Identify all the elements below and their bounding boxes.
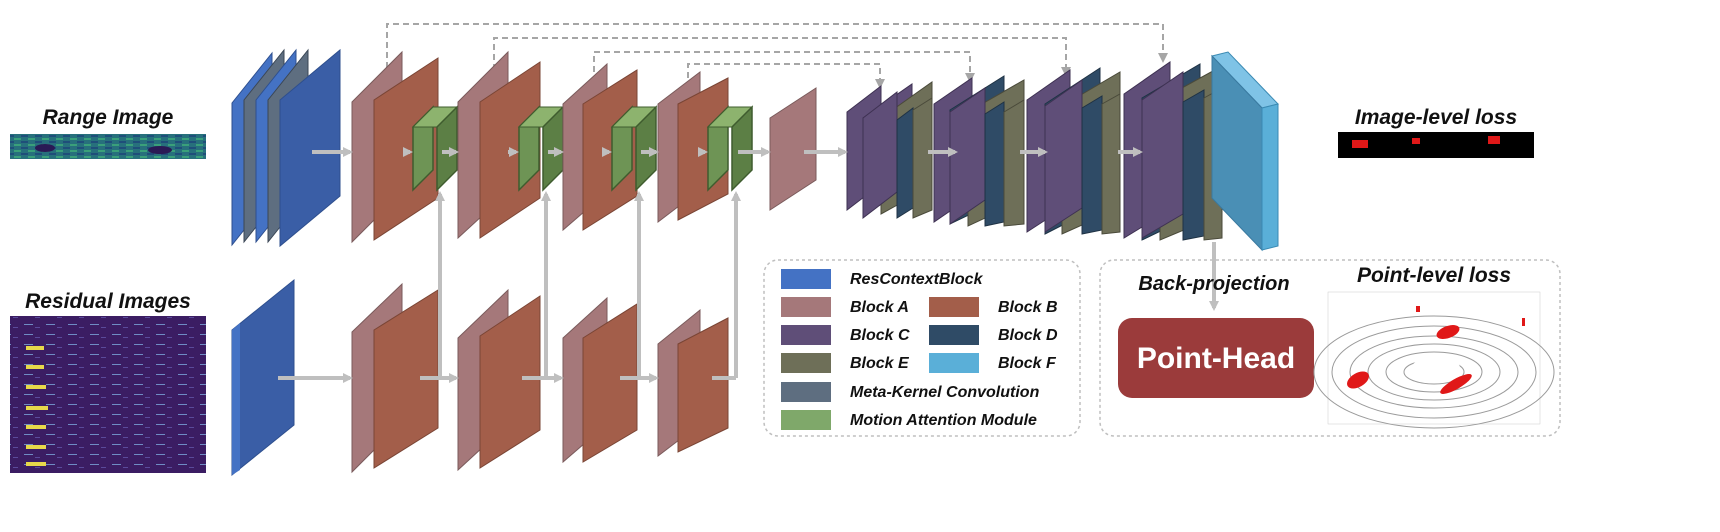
mask-blob — [1488, 136, 1500, 144]
point-cloud-view — [1313, 291, 1555, 429]
legend: ResContextBlock Block A Block B Block C … — [763, 259, 1081, 437]
decoder-block-2 — [933, 75, 1025, 227]
back-projection-label: Back-projection — [1138, 273, 1289, 295]
image-level-loss-mask — [1338, 132, 1534, 158]
output-panel-frame — [1099, 259, 1561, 437]
image-level-loss: Image-level loss — [1338, 106, 1534, 158]
motion-attention-3 — [610, 105, 658, 192]
point-head-label: Point-Head — [1137, 342, 1295, 375]
legend-label-block-d: Block D — [998, 327, 1058, 344]
encoder-bottom-1 — [351, 282, 439, 474]
decoder-block-4 — [1123, 61, 1223, 241]
legend-swatch-block-f — [929, 353, 979, 373]
residual-images-input: Residual Images — [10, 290, 206, 473]
rescontext-block-stack — [231, 48, 341, 248]
encoder-bottom-2 — [457, 288, 541, 472]
legend-label-rescontextblock: ResContextBlock — [850, 271, 984, 288]
legend-swatch-block-e — [781, 353, 831, 373]
legend-label-block-f: Block F — [998, 355, 1057, 372]
range-image-input: Range Image — [10, 106, 206, 159]
legend-label-block-b: Block B — [998, 299, 1058, 316]
skip-connection-2 — [493, 37, 1071, 80]
skip-connections — [386, 23, 1168, 89]
block-f-output — [1211, 51, 1279, 252]
legend-label-motion-attention: Motion Attention Module — [850, 412, 1037, 429]
ego-vehicle-area — [1412, 356, 1460, 380]
output-panel: Back-projection Point-Head Point-level l… — [1099, 259, 1561, 437]
legend-swatch-motion-attention — [781, 410, 831, 430]
motion-attention-1 — [411, 105, 459, 192]
block-a-bottleneck — [769, 87, 817, 211]
encoder-bottom-4 — [657, 308, 729, 458]
moving-object-points — [1347, 306, 1525, 394]
legend-label-meta-kernel: Meta-Kernel Convolution — [850, 384, 1040, 401]
residual-images-label: Residual Images — [25, 290, 191, 313]
legend-label-block-a: Block A — [850, 299, 909, 316]
legend-frame — [763, 259, 1081, 437]
legend-swatch-block-c — [781, 325, 831, 345]
range-image-object — [35, 144, 55, 152]
legend-swatch-block-d — [929, 325, 979, 345]
legend-swatch-block-a — [781, 297, 831, 317]
legend-label-block-c: Block C — [850, 327, 910, 344]
legend-swatch-rescontextblock — [781, 269, 831, 289]
skip-connection-3 — [593, 51, 975, 83]
point-level-loss-label: Point-level loss — [1357, 264, 1511, 287]
range-image-object — [148, 146, 172, 154]
point-head-background — [1118, 318, 1314, 398]
legend-label-block-e: Block E — [850, 355, 910, 372]
flow-arrows — [278, 147, 1219, 383]
range-image-label: Range Image — [43, 106, 174, 129]
residual-images-thumbnail — [10, 316, 206, 473]
motion-attention-4 — [706, 105, 754, 192]
image-level-loss-label: Image-level loss — [1355, 106, 1517, 129]
rescontext-block-residual — [231, 278, 295, 477]
decoder-block-3 — [1026, 67, 1121, 235]
skip-connection-1 — [386, 23, 1168, 78]
motion-attention-2 — [517, 105, 565, 192]
encoder-bottom-3 — [562, 296, 638, 464]
legend-swatch-meta-kernel — [781, 382, 831, 402]
skip-connection-4 — [687, 63, 885, 89]
decoder-block-1 — [846, 81, 933, 220]
legend-swatch-block-b — [929, 297, 979, 317]
residual-car-streaks — [26, 346, 48, 466]
point-head-box: Point-Head — [1118, 318, 1314, 398]
mask-blob — [1412, 138, 1420, 144]
mask-blob — [1352, 140, 1368, 148]
